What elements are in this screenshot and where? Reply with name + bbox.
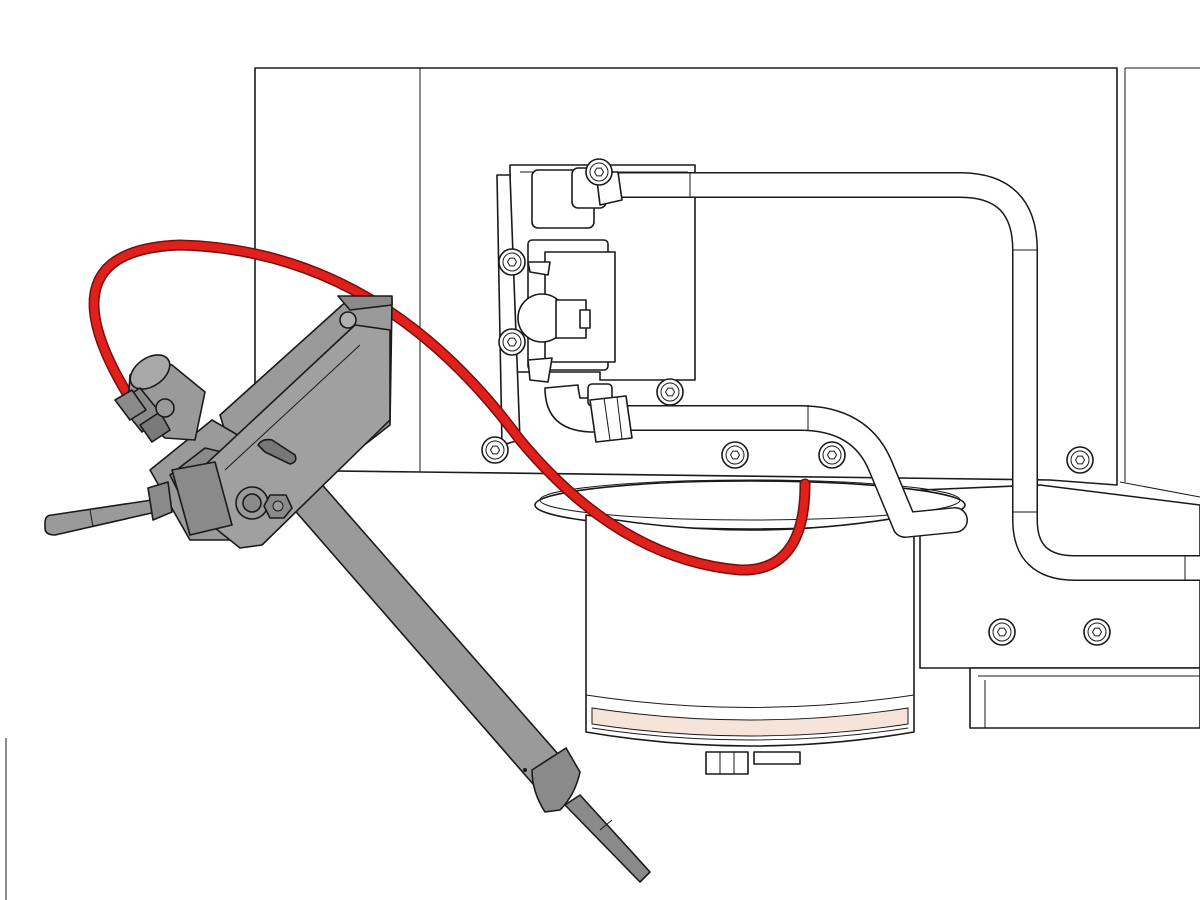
hex-socket-screw [1066,446,1094,474]
screw-group [481,158,1111,646]
hex-socket-screw [818,441,846,469]
coolant-nozzle-assembly [44,295,651,883]
spindle-flange [534,479,966,530]
red-coolant-hose [88,239,811,576]
hex-socket-screw [656,378,684,406]
hex-socket-screw [498,328,526,356]
hex-socket-screw [988,618,1016,646]
spindle-body [585,514,915,775]
hex-socket-screw [585,158,613,186]
valve-block [496,167,633,446]
hex-socket-screw [721,441,749,469]
hex-socket-screw [1083,618,1111,646]
coolant-tubes [597,172,1200,581]
hex-socket-screw [498,248,526,276]
hex-socket-screw [481,436,509,464]
